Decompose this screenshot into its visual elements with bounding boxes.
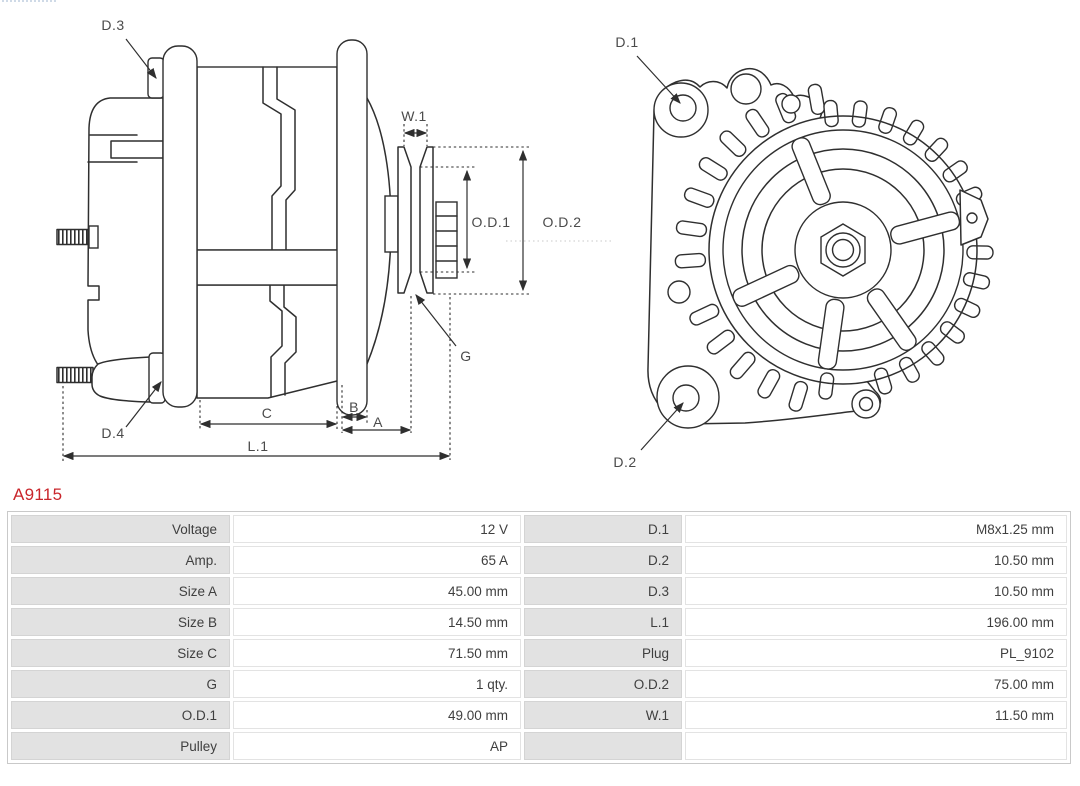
label-dim-b: B xyxy=(349,399,359,415)
spec-value-od1: 49.00 mm xyxy=(233,701,521,729)
spec-label-l1: L.1 xyxy=(524,608,682,636)
spec-value-w1: 11.50 mm xyxy=(685,701,1067,729)
spec-label-amp: Amp. xyxy=(11,546,230,574)
spec-value-size-c: 71.50 mm xyxy=(233,639,521,667)
spec-table: Voltage 12 V D.1 M8x1.25 mm Amp. 65 A D.… xyxy=(7,511,1071,764)
label-w1: W.1 xyxy=(401,108,427,124)
label-od1: O.D.1 xyxy=(471,214,510,230)
spec-value-pulley: AP xyxy=(233,732,521,760)
part-number: A9115 xyxy=(13,485,63,504)
front-bracket xyxy=(336,39,368,416)
spec-label-size-c: Size C xyxy=(11,639,230,667)
cooling-ribs xyxy=(818,99,994,400)
hole-d1 xyxy=(669,94,697,122)
table-row: Amp. 65 A D.2 10.50 mm xyxy=(11,546,1067,574)
through-bolt-band xyxy=(196,249,343,286)
label-dim-c: C xyxy=(262,405,273,421)
hole-d2 xyxy=(672,384,700,412)
spec-label-empty xyxy=(524,732,682,760)
spec-value-amp: 65 A xyxy=(233,546,521,574)
spec-label-plug: Plug xyxy=(524,639,682,667)
table-row: G 1 qty. O.D.2 75.00 mm xyxy=(11,670,1067,698)
pulley xyxy=(397,146,412,294)
spec-value-plug: PL_9102 xyxy=(685,639,1067,667)
stator-body-lower xyxy=(196,284,343,399)
spec-value-od2: 75.00 mm xyxy=(685,670,1067,698)
spec-value-size-a: 45.00 mm xyxy=(233,577,521,605)
spec-value-d2: 10.50 mm xyxy=(685,546,1067,574)
spokes xyxy=(732,137,961,370)
spec-value-empty xyxy=(685,732,1067,760)
label-d2: D.2 xyxy=(613,454,636,470)
label-d4: D.4 xyxy=(101,425,124,441)
shaft-collar xyxy=(384,195,399,253)
rear-bracket xyxy=(162,45,198,408)
table-row: Pulley AP xyxy=(11,732,1067,760)
spec-label-d2: D.2 xyxy=(524,546,682,574)
label-d3: D.3 xyxy=(101,17,124,33)
label-g: G xyxy=(460,348,471,364)
top-small-hole xyxy=(781,94,801,114)
spec-value-l1: 196.00 mm xyxy=(685,608,1067,636)
spec-value-size-b: 14.50 mm xyxy=(233,608,521,636)
spec-label-d3: D.3 xyxy=(524,577,682,605)
label-d1: D.1 xyxy=(615,34,638,50)
housing-ring-outer xyxy=(708,115,978,385)
table-row: Size A 45.00 mm D.3 10.50 mm xyxy=(11,577,1067,605)
table-row: O.D.1 49.00 mm W.1 11.50 mm xyxy=(11,701,1067,729)
spec-label-pulley: Pulley xyxy=(11,732,230,760)
spec-label-size-b: Size B xyxy=(11,608,230,636)
spec-label-g: G xyxy=(11,670,230,698)
spec-label-voltage: Voltage xyxy=(11,515,230,543)
rear-slot xyxy=(110,140,164,159)
spec-label-od1: O.D.1 xyxy=(11,701,230,729)
logo-fragment xyxy=(2,0,56,5)
spec-label-size-a: Size A xyxy=(11,577,230,605)
side-view: W.1 O.D.2 O.D.1 G B C A xyxy=(56,17,614,461)
technical-diagram: W.1 O.D.2 O.D.1 G B C A xyxy=(56,17,994,470)
spec-value-d3: 10.50 mm xyxy=(685,577,1067,605)
spec-value-d1: M8x1.25 mm xyxy=(685,515,1067,543)
table-row: Size B 14.50 mm L.1 196.00 mm xyxy=(11,608,1067,636)
table-row: Size C 71.50 mm Plug PL_9102 xyxy=(11,639,1067,667)
top-boss xyxy=(730,73,762,105)
front-view: D.1 D.2 xyxy=(613,34,994,470)
spec-label-w1: W.1 xyxy=(524,701,682,729)
table-row: Voltage 12 V D.1 M8x1.25 mm xyxy=(11,515,1067,543)
shaft-end xyxy=(435,201,458,279)
label-l1: L.1 xyxy=(248,438,269,454)
spec-label-d1: D.1 xyxy=(524,515,682,543)
stator-body-upper xyxy=(196,66,338,251)
rear-housing xyxy=(87,97,164,391)
label-od2: O.D.2 xyxy=(542,214,581,230)
spec-value-voltage: 12 V xyxy=(233,515,521,543)
spec-label-od2: O.D.2 xyxy=(524,670,682,698)
plate-hole xyxy=(667,280,691,304)
spec-value-g: 1 qty. xyxy=(233,670,521,698)
bottom-lug xyxy=(91,356,151,403)
fan-shroud xyxy=(741,148,945,352)
label-dim-a: A xyxy=(373,414,383,430)
